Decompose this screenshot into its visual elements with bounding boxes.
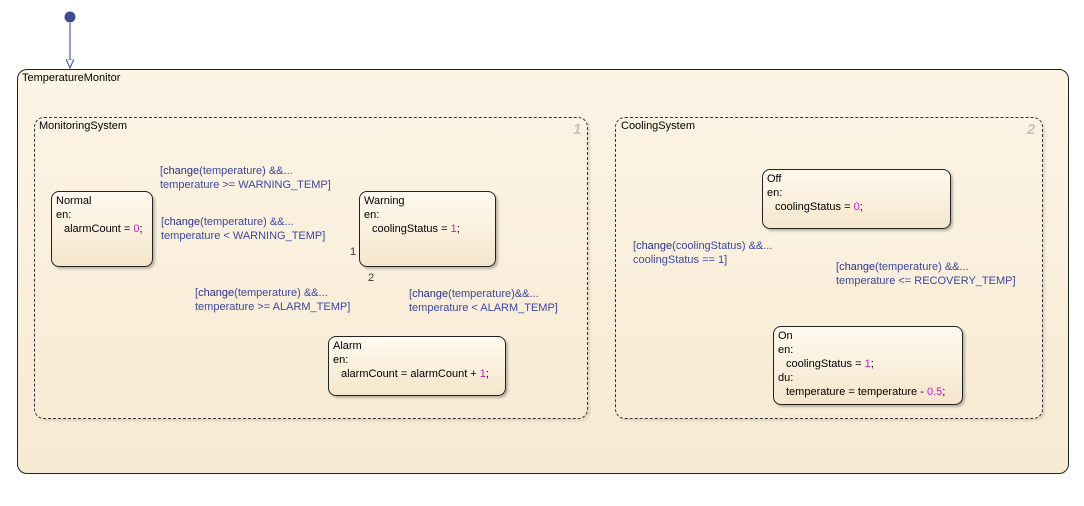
alarm-state[interactable]: Alarm en: alarmCount = alarmCount + 1; bbox=[328, 336, 506, 396]
alarm-entry-action: alarmCount = alarmCount + 1; bbox=[341, 368, 489, 380]
on-during-action: temperature = temperature - 0.5; bbox=[786, 386, 946, 398]
warning-to-alarm-label[interactable]: [change(temperature) &&... temperature >… bbox=[195, 287, 351, 313]
cooling-system-order: 2 bbox=[1027, 121, 1036, 138]
normal-state-name: Normal bbox=[56, 195, 92, 207]
warning-state-name: Warning bbox=[364, 195, 405, 207]
monitoring-system-state[interactable] bbox=[34, 117, 588, 419]
warning-to-normal-label[interactable]: [change(temperature) &&... temperature <… bbox=[161, 216, 326, 242]
off-state[interactable]: Off en: coolingStatus = 0; bbox=[762, 169, 951, 229]
warning-entry-keyword: en: bbox=[364, 209, 380, 221]
off-entry-keyword: en: bbox=[767, 187, 783, 199]
normal-to-warning-label[interactable]: [change(temperature) &&... temperature >… bbox=[160, 165, 331, 191]
temperature-monitor-title: TemperatureMonitor bbox=[22, 72, 121, 84]
warning-to-alarm-priority: 2 bbox=[368, 272, 375, 284]
temperature-monitor-state[interactable] bbox=[17, 69, 1069, 474]
monitoring-system-title: MonitoringSystem bbox=[39, 120, 128, 132]
chart-default-junction[interactable] bbox=[64, 11, 76, 23]
off-state-name: Off bbox=[767, 173, 782, 185]
cooling-system-state[interactable] bbox=[615, 117, 1043, 419]
on-entry-keyword: en: bbox=[778, 344, 794, 356]
warning-to-normal-priority: 1 bbox=[350, 246, 357, 258]
cooling-system-title: CoolingSystem bbox=[621, 120, 695, 132]
on-state[interactable]: On en: coolingStatus = 1; du: temperatur… bbox=[773, 326, 963, 405]
on-entry-action: coolingStatus = 1; bbox=[786, 358, 874, 370]
warning-entry-action: coolingStatus = 1; bbox=[372, 223, 460, 235]
off-entry-action: coolingStatus = 0; bbox=[775, 201, 863, 213]
on-state-name: On bbox=[778, 330, 793, 342]
normal-state[interactable]: Normal en: alarmCount = 0; bbox=[51, 191, 153, 267]
normal-entry-action: alarmCount = 0; bbox=[64, 223, 143, 235]
warning-state[interactable]: Warning en: coolingStatus = 1; bbox=[359, 191, 496, 267]
off-to-on-label[interactable]: [change(coolingStatus) &&... coolingStat… bbox=[633, 240, 773, 266]
alarm-state-name: Alarm bbox=[333, 340, 362, 352]
alarm-to-warning-label[interactable]: [change(temperature)&&... temperature < … bbox=[409, 288, 558, 314]
on-to-off-label[interactable]: [change(temperature) &&... temperature <… bbox=[836, 261, 1016, 287]
on-during-keyword: du: bbox=[778, 372, 794, 384]
normal-entry-keyword: en: bbox=[56, 209, 72, 221]
monitoring-system-order: 1 bbox=[573, 121, 582, 138]
alarm-entry-keyword: en: bbox=[333, 354, 349, 366]
